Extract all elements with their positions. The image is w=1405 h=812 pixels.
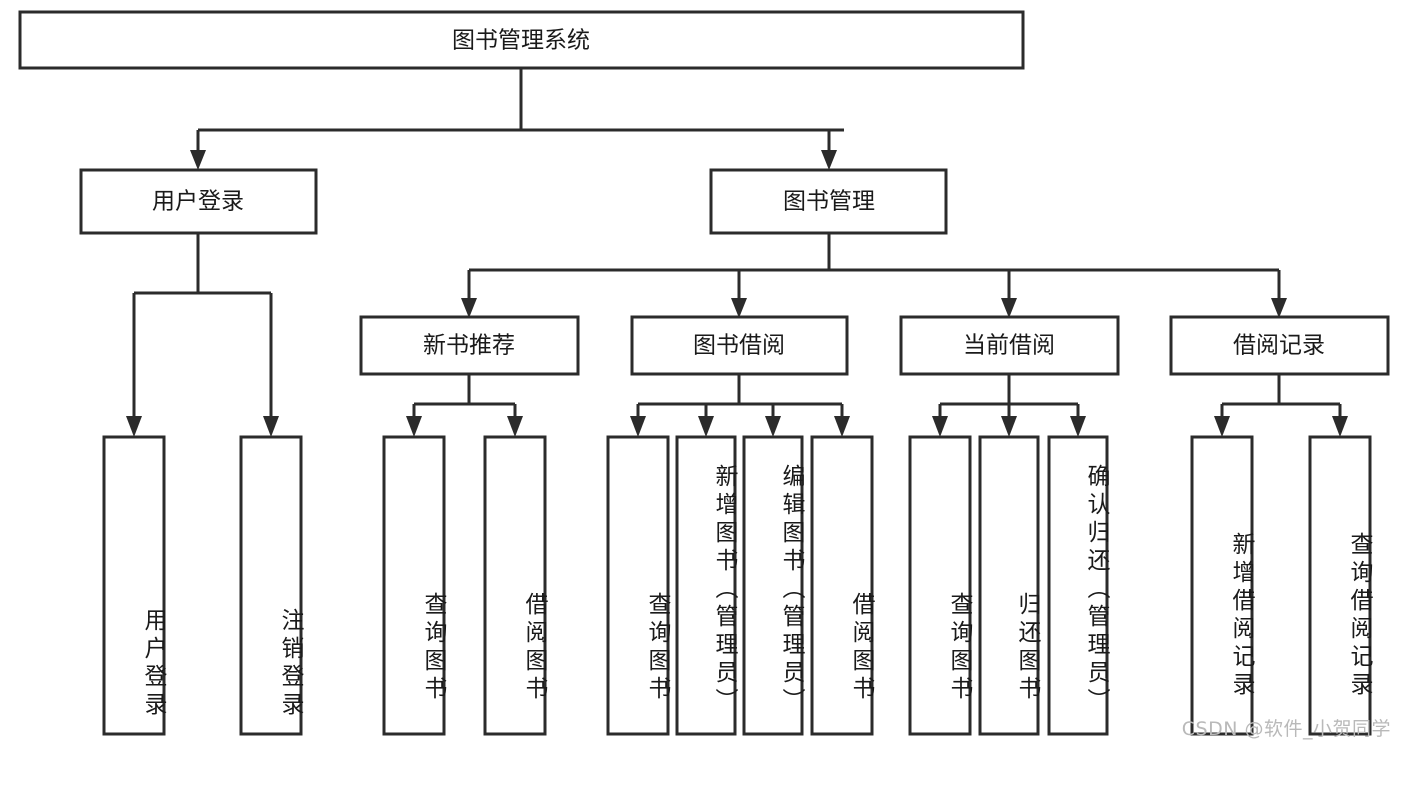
connector-root-to-level2: [190, 68, 844, 170]
node-new-book-recommend-label: 新书推荐: [423, 333, 515, 359]
hierarchy-diagram: 图书管理系统 用户登录 图书管理 新书推荐 图书借阅 当前借阅 借阅记录: [18, 10, 1390, 736]
node-current-borrow[interactable]: 当前借阅: [899, 315, 1120, 376]
leaf-node[interactable]: [382, 435, 446, 736]
arrow-head-icon: [190, 150, 206, 170]
node-book-management[interactable]: 图书管理: [709, 168, 948, 235]
leaf-node[interactable]: [606, 435, 670, 736]
leaf-node[interactable]: [483, 435, 547, 736]
node-new-book-recommend[interactable]: 新书推荐: [359, 315, 580, 376]
diagram-canvas: 图书管理系统 用户登录 图书管理 新书推荐 图书借阅 当前借阅 借阅记录: [18, 10, 1391, 740]
arrow-head-icon: [126, 416, 142, 437]
arrow-head-icon: [765, 416, 781, 437]
node-root[interactable]: 图书管理系统: [18, 10, 1025, 70]
leaf-node[interactable]: [102, 435, 166, 736]
arrow-head-icon: [834, 416, 850, 437]
arrow-head-icon: [1001, 416, 1017, 437]
leaf-node[interactable]: [908, 435, 972, 736]
arrow-head-icon: [1271, 298, 1287, 318]
node-current-borrow-label: 当前借阅: [963, 333, 1055, 359]
connector-bookmanage-to-level3: [461, 233, 1287, 318]
arrow-head-icon: [932, 416, 948, 437]
leaf-node[interactable]: [978, 435, 1040, 736]
node-root-label: 图书管理系统: [452, 28, 590, 54]
arrow-head-icon: [630, 416, 646, 437]
leaf-node[interactable]: [675, 435, 737, 736]
arrow-head-icon: [263, 416, 279, 437]
arrow-head-icon: [698, 416, 714, 437]
arrow-head-icon: [1332, 416, 1348, 437]
node-book-management-label: 图书管理: [783, 189, 875, 215]
leaf-node[interactable]: [1047, 435, 1109, 736]
node-borrow-record[interactable]: 借阅记录: [1169, 315, 1390, 376]
arrow-head-icon: [406, 416, 422, 437]
arrow-head-icon: [1070, 416, 1086, 437]
leaf-node[interactable]: [239, 435, 303, 736]
leaf-node[interactable]: [742, 435, 804, 736]
connector-newbook-to-leaves: [406, 374, 523, 437]
node-borrow-record-label: 借阅记录: [1233, 333, 1325, 359]
arrow-head-icon: [731, 298, 747, 318]
connector-bookborrow-to-leaves: [630, 374, 850, 437]
connector-currentborrow-to-leaves: [932, 374, 1086, 437]
arrow-head-icon: [461, 298, 477, 318]
leaf-node[interactable]: [1190, 435, 1254, 736]
leaf-node[interactable]: [810, 435, 874, 736]
node-book-borrow[interactable]: 图书借阅: [630, 315, 849, 376]
arrow-head-icon: [1214, 416, 1230, 437]
leaf-node[interactable]: [1308, 435, 1372, 736]
connector-userlogin-to-leaves: [126, 233, 279, 437]
watermark: CSDN @软件_小贺同学: [1181, 718, 1391, 740]
node-user-login-label: 用户登录: [152, 189, 244, 215]
arrow-head-icon: [507, 416, 523, 437]
connector-borrowrecord-to-leaves: [1214, 374, 1348, 437]
node-book-borrow-label: 图书借阅: [693, 333, 785, 359]
arrow-head-icon: [1001, 298, 1017, 318]
node-user-login[interactable]: 用户登录: [79, 168, 318, 235]
arrow-head-icon: [821, 150, 837, 170]
